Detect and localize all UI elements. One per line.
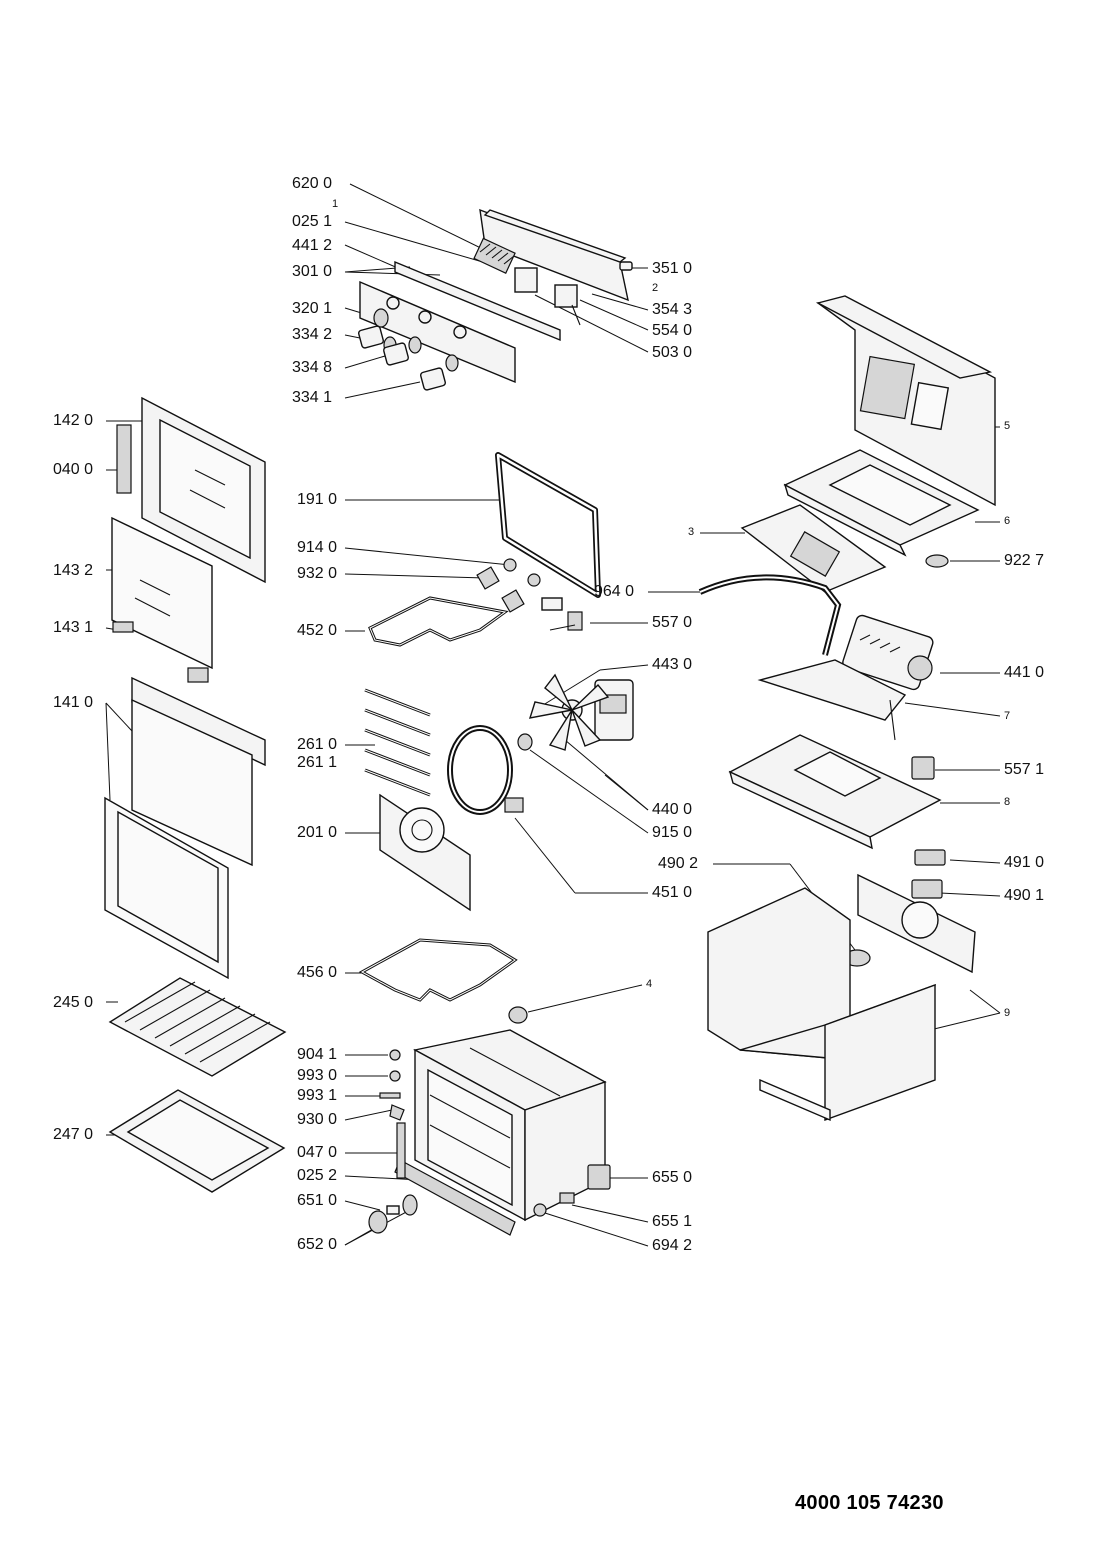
- label-9: 9: [1004, 1007, 1011, 1019]
- label-993-0: 993 0: [297, 1067, 338, 1084]
- label-320-1: 320 1: [292, 300, 333, 317]
- label-915-0: 915 0: [652, 824, 693, 841]
- connector-490-1: [911, 879, 943, 899]
- label-040-0: 040 0: [53, 461, 94, 478]
- label-655-1: 655 1: [652, 1213, 693, 1230]
- circular-element-451-0: [447, 725, 524, 815]
- label-143-1: 143 1: [53, 619, 94, 636]
- switch-557-1: [911, 756, 935, 780]
- label-441-0: 441 0: [1004, 664, 1045, 681]
- leader-lines: [105, 183, 1001, 1247]
- label-261-0: 261 0: [297, 736, 338, 753]
- knob-334-8: [383, 336, 422, 366]
- label-2: 2: [652, 282, 659, 294]
- label-620-0: 620 0: [292, 175, 333, 192]
- top-panel-6: [783, 449, 980, 557]
- baking-tray-247-0: [108, 1089, 286, 1193]
- label-922-7: 922 7: [1004, 552, 1045, 569]
- back-panel-201-0: [379, 793, 471, 912]
- label-490-2: 490 2: [658, 855, 699, 872]
- label-930-0: 930 0: [297, 1111, 338, 1128]
- bottom-element-456-0: [358, 938, 518, 1002]
- knob-320-1: [373, 308, 389, 328]
- label-557-0: 557 0: [652, 614, 693, 631]
- label-334-2: 334 2: [292, 326, 333, 343]
- label-142-0: 142 0: [53, 412, 94, 429]
- bottom-panel-8: [728, 734, 942, 850]
- label-451-0: 451 0: [652, 884, 693, 901]
- control-panel-assembly: [358, 208, 633, 391]
- label-4: 4: [646, 978, 653, 990]
- label-191-0: 191 0: [297, 491, 338, 508]
- label-440-0: 440 0: [652, 801, 693, 818]
- wire-shelf-245-0: [108, 977, 287, 1077]
- label-245-0: 245 0: [53, 994, 94, 1011]
- thermostat-557-0: [541, 597, 583, 631]
- door-assembly: [104, 396, 266, 980]
- label-456-0: 456 0: [297, 964, 338, 981]
- label-3: 3: [688, 526, 695, 538]
- label-554-0: 554 0: [652, 322, 693, 339]
- label-351-0: 351 0: [652, 260, 693, 277]
- label-301-0: 301 0: [292, 263, 333, 280]
- label-025-1: 025 1: [292, 213, 333, 230]
- panel-3: [740, 504, 887, 593]
- label-334-1: 334 1: [292, 389, 333, 406]
- thermal-fuse-4: [508, 1006, 528, 1024]
- label-557-1: 557 1: [1004, 761, 1045, 778]
- label-655-0: 655 0: [652, 1169, 693, 1186]
- door-seal-191-0: [495, 452, 601, 598]
- label-904-1: 904 1: [297, 1046, 338, 1063]
- label-6: 6: [1004, 515, 1011, 527]
- outer-casing-9: [707, 873, 976, 1122]
- label-441-2: 441 2: [292, 237, 333, 254]
- label-443-0: 443 0: [652, 656, 693, 673]
- cooling-fan-441-0: [842, 614, 934, 691]
- label-651-0: 651 0: [297, 1192, 338, 1209]
- label-993-1: 993 1: [297, 1087, 338, 1104]
- label-1: 1: [332, 198, 339, 210]
- rear-cover-5: [816, 295, 996, 507]
- duct-7: [757, 659, 907, 741]
- label-914-0: 914 0: [297, 539, 338, 556]
- fan-blade-440-0: [517, 673, 610, 751]
- label-490-1: 490 1: [1004, 887, 1045, 904]
- label-354-3: 354 3: [652, 301, 693, 318]
- tube-964-0: [698, 574, 842, 656]
- grill-element-452-0: [368, 558, 541, 647]
- label-694-2: 694 2: [652, 1237, 693, 1254]
- label-141-0: 141 0: [53, 694, 94, 711]
- label-652-0: 652 0: [297, 1236, 338, 1253]
- label-964-0: 964 0: [594, 583, 635, 600]
- label-201-0: 201 0: [297, 824, 338, 841]
- label-247-0: 247 0: [53, 1126, 94, 1143]
- small-fittings: [368, 1049, 611, 1234]
- label-503-0: 503 0: [652, 344, 693, 361]
- label-491-0: 491 0: [1004, 854, 1045, 871]
- label-5: 5: [1004, 420, 1011, 432]
- label-8: 8: [1004, 796, 1011, 808]
- label-452-0: 452 0: [297, 622, 338, 639]
- feet-922-7: [925, 554, 949, 568]
- label-143-2: 143 2: [53, 562, 94, 579]
- label-047-0: 047 0: [297, 1144, 338, 1161]
- label-334-8: 334 8: [292, 359, 333, 376]
- knob-334-1: [420, 354, 459, 391]
- label-932-0: 932 0: [297, 565, 338, 582]
- oven-cavity: [394, 1029, 607, 1236]
- terminal-block-491-0: [914, 849, 946, 866]
- label-7: 7: [1004, 710, 1011, 722]
- label-025-2: 025 2: [297, 1167, 338, 1184]
- document-number: 4000 105 74230: [795, 1492, 944, 1514]
- shelf-runners-261: [364, 688, 431, 797]
- label-261-1: 261 1: [297, 754, 338, 771]
